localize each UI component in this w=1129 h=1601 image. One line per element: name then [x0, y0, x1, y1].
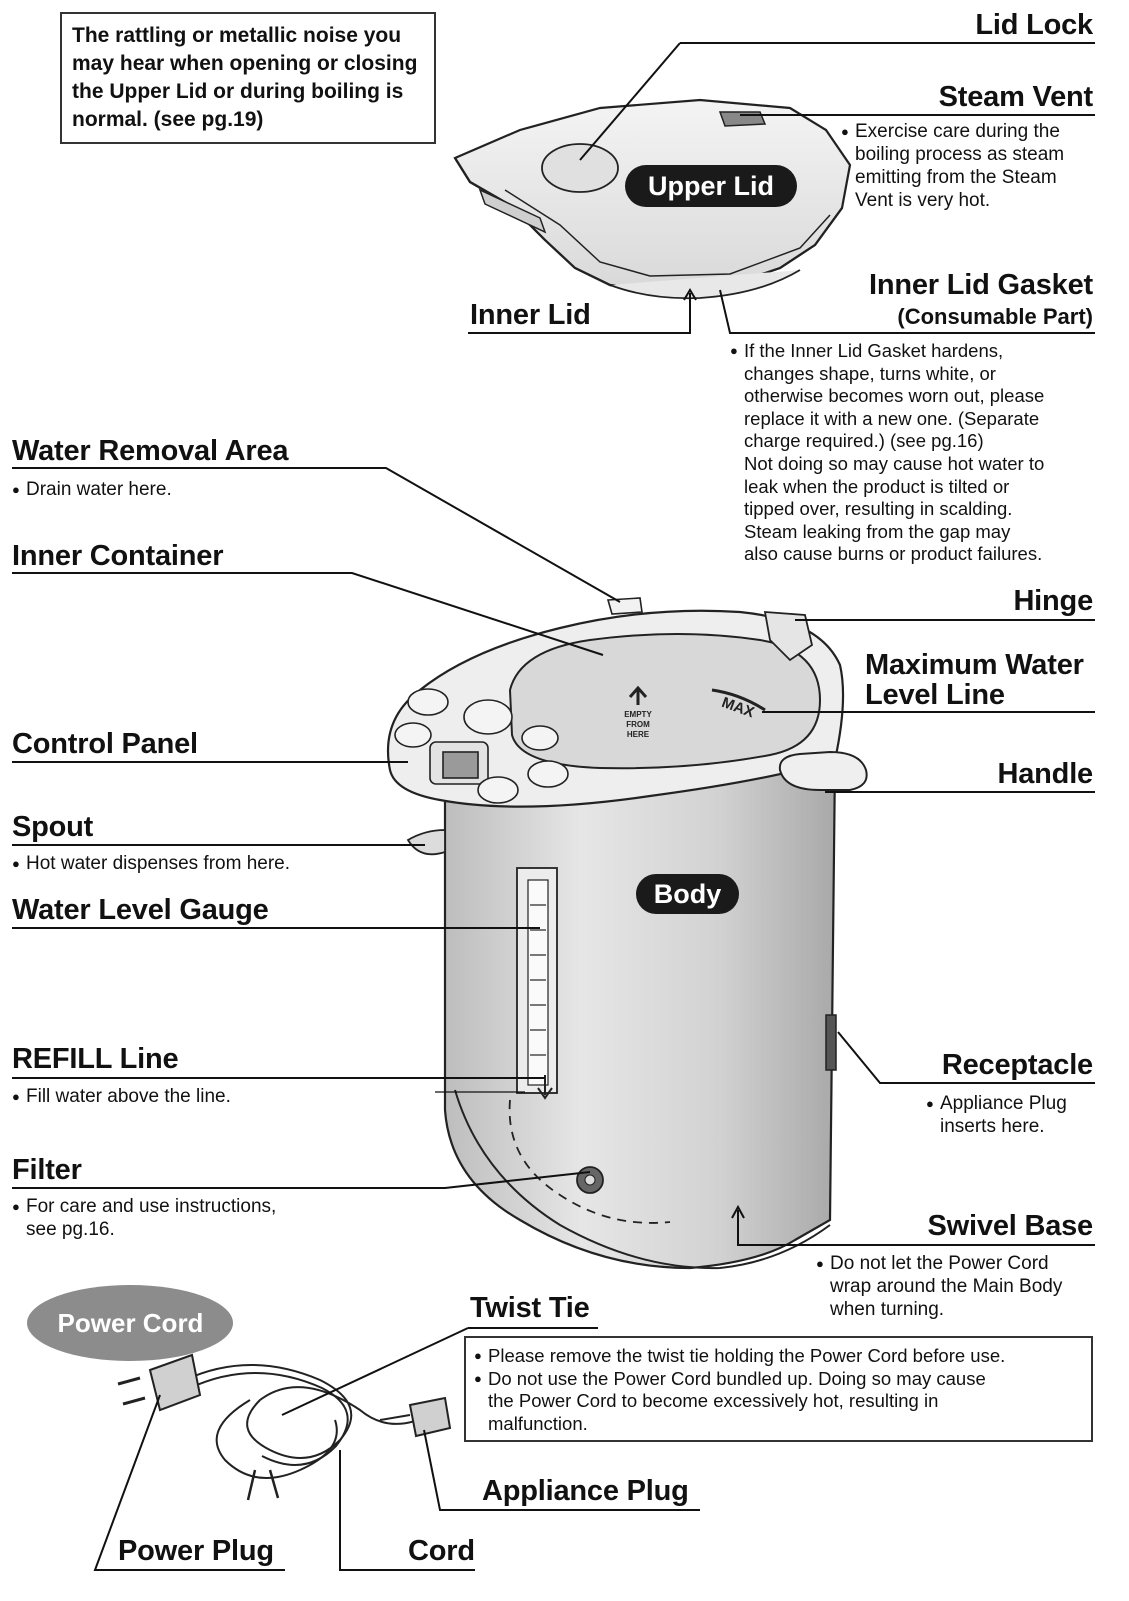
refill-line-note: Fill water above the line. — [12, 1085, 231, 1108]
upper-lid-badge-shape — [625, 165, 797, 207]
filter-label: Filter — [12, 1154, 82, 1186]
swivel-base-note-line: wrap around the Main Body — [830, 1276, 1063, 1297]
receptacle-note-line: Appliance Plug — [926, 1092, 1067, 1115]
steam-vent-note: Exercise care during the boiling process… — [841, 120, 1064, 212]
water-removal-area-note: Drain water here. — [12, 478, 172, 501]
caution-text: The rattling or metallic noise you may h… — [72, 24, 418, 131]
water-removal-area-label: Water Removal Area — [12, 435, 289, 467]
power-cord-badge-shape — [27, 1285, 233, 1361]
gauge-ticks — [530, 904, 546, 1056]
pot-body-drawing — [386, 597, 868, 1270]
caution-box: The rattling or metallic noise you may h… — [60, 12, 436, 144]
steam-vent-label: Steam Vent — [938, 81, 1094, 113]
power-plug-label: Power Plug — [118, 1535, 274, 1567]
gasket-note-line: changes shape, turns white, or — [744, 362, 996, 384]
refill-note-line: Fill water above the line. — [12, 1085, 231, 1108]
refill-line-label: REFILL Line — [12, 1043, 179, 1075]
twist-tie-label: Twist Tie — [470, 1292, 590, 1324]
max-water-level-label-2: Level Line — [865, 679, 1005, 711]
twist-tie-note: Please remove the twist tie holding the … — [466, 1338, 1091, 1435]
leader-lines — [12, 42, 1095, 1571]
control-panel-drawing — [394, 688, 569, 804]
swivel-base-note: Do not let the Power Cord wrap around th… — [816, 1252, 1062, 1321]
inner-lid-gasket-label: Inner Lid Gasket — [868, 269, 1093, 301]
swivel-base-note-line: when turning. — [830, 1299, 945, 1320]
receptacle-note: Appliance Plug inserts here. — [926, 1092, 1067, 1138]
cord-label: Cord — [408, 1535, 475, 1567]
filter-note-line: For care and use instructions, — [12, 1195, 276, 1218]
gasket-note-line: also cause burns or product failures. — [744, 543, 1043, 565]
gasket-note-line: leak when the product is tilted or — [744, 475, 1010, 497]
gasket-note-line: charge required.) (see pg.16) — [744, 430, 984, 452]
empty-from-here-marking-2: FROM — [626, 720, 650, 729]
filter-note: For care and use instructions, see pg.16… — [12, 1195, 276, 1241]
lid-lock-label: Lid Lock — [975, 9, 1093, 41]
spout-note-line: Hot water dispenses from here. — [12, 852, 290, 875]
twist-tie-note-line: Do not use the Power Cord bundled up. Do… — [474, 1368, 1083, 1391]
gasket-note-line: tipped over, resulting in scalding. — [744, 498, 1013, 520]
water-removal-note-line: Drain water here. — [12, 478, 172, 501]
filter-note-line: see pg.16. — [26, 1219, 115, 1240]
body-badge-shape — [636, 874, 739, 914]
empty-from-here-marking-1: EMPTY — [624, 710, 652, 719]
swivel-base-note-line: Do not let the Power Cord — [816, 1252, 1062, 1275]
twist-tie-note-box: Please remove the twist tie holding the … — [464, 1336, 1093, 1442]
hinge-label: Hinge — [1013, 585, 1093, 617]
gasket-note-line: If the Inner Lid Gasket hardens, — [730, 340, 1044, 363]
inner-lid-gasket-note: If the Inner Lid Gasket hardens, changes… — [730, 340, 1044, 566]
twist-tie-note-line: the Power Cord to become excessively hot… — [488, 1390, 939, 1411]
twist-tie-note-line: malfunction. — [488, 1412, 588, 1434]
twist-tie-note-line: Please remove the twist tie holding the … — [474, 1345, 1083, 1368]
control-panel-label: Control Panel — [12, 728, 198, 760]
spout-label: Spout — [12, 811, 94, 843]
receptacle-note-line: inserts here. — [940, 1116, 1045, 1137]
steam-vent-note-line: emitting from the Steam — [855, 167, 1057, 188]
steam-vent-note-line: Exercise care during the — [841, 120, 1064, 143]
upper-lid-badge: Upper Lid — [648, 171, 774, 201]
spout-note: Hot water dispenses from here. — [12, 852, 290, 875]
steam-vent-note-line: Vent is very hot. — [855, 190, 991, 211]
gasket-note-line: otherwise becomes worn out, please — [744, 385, 1045, 407]
body-badge: Body — [653, 879, 722, 909]
swivel-base-label: Swivel Base — [927, 1210, 1094, 1242]
empty-from-here-marking-3: HERE — [627, 730, 650, 739]
consumable-part-label: (Consumable Part) — [897, 304, 1093, 329]
receptacle-label: Receptacle — [941, 1049, 1093, 1081]
max-water-level-label-1: Maximum Water — [865, 649, 1084, 681]
inner-container-label: Inner Container — [12, 540, 224, 572]
gasket-note-line: Not doing so may cause hot water to — [744, 452, 1045, 474]
power-cord-drawing — [117, 1353, 452, 1501]
inner-lid-label: Inner Lid — [470, 299, 591, 331]
steam-vent-note-line: boiling process as steam — [855, 144, 1065, 165]
appliance-plug-label: Appliance Plug — [482, 1475, 689, 1507]
gasket-note-line: replace it with a new one. (Separate — [744, 407, 1040, 429]
handle-label: Handle — [997, 758, 1094, 790]
water-level-gauge-label: Water Level Gauge — [12, 894, 269, 926]
gasket-note-line: Steam leaking from the gap may — [744, 520, 1011, 542]
power-cord-badge: Power Cord — [57, 1308, 204, 1338]
